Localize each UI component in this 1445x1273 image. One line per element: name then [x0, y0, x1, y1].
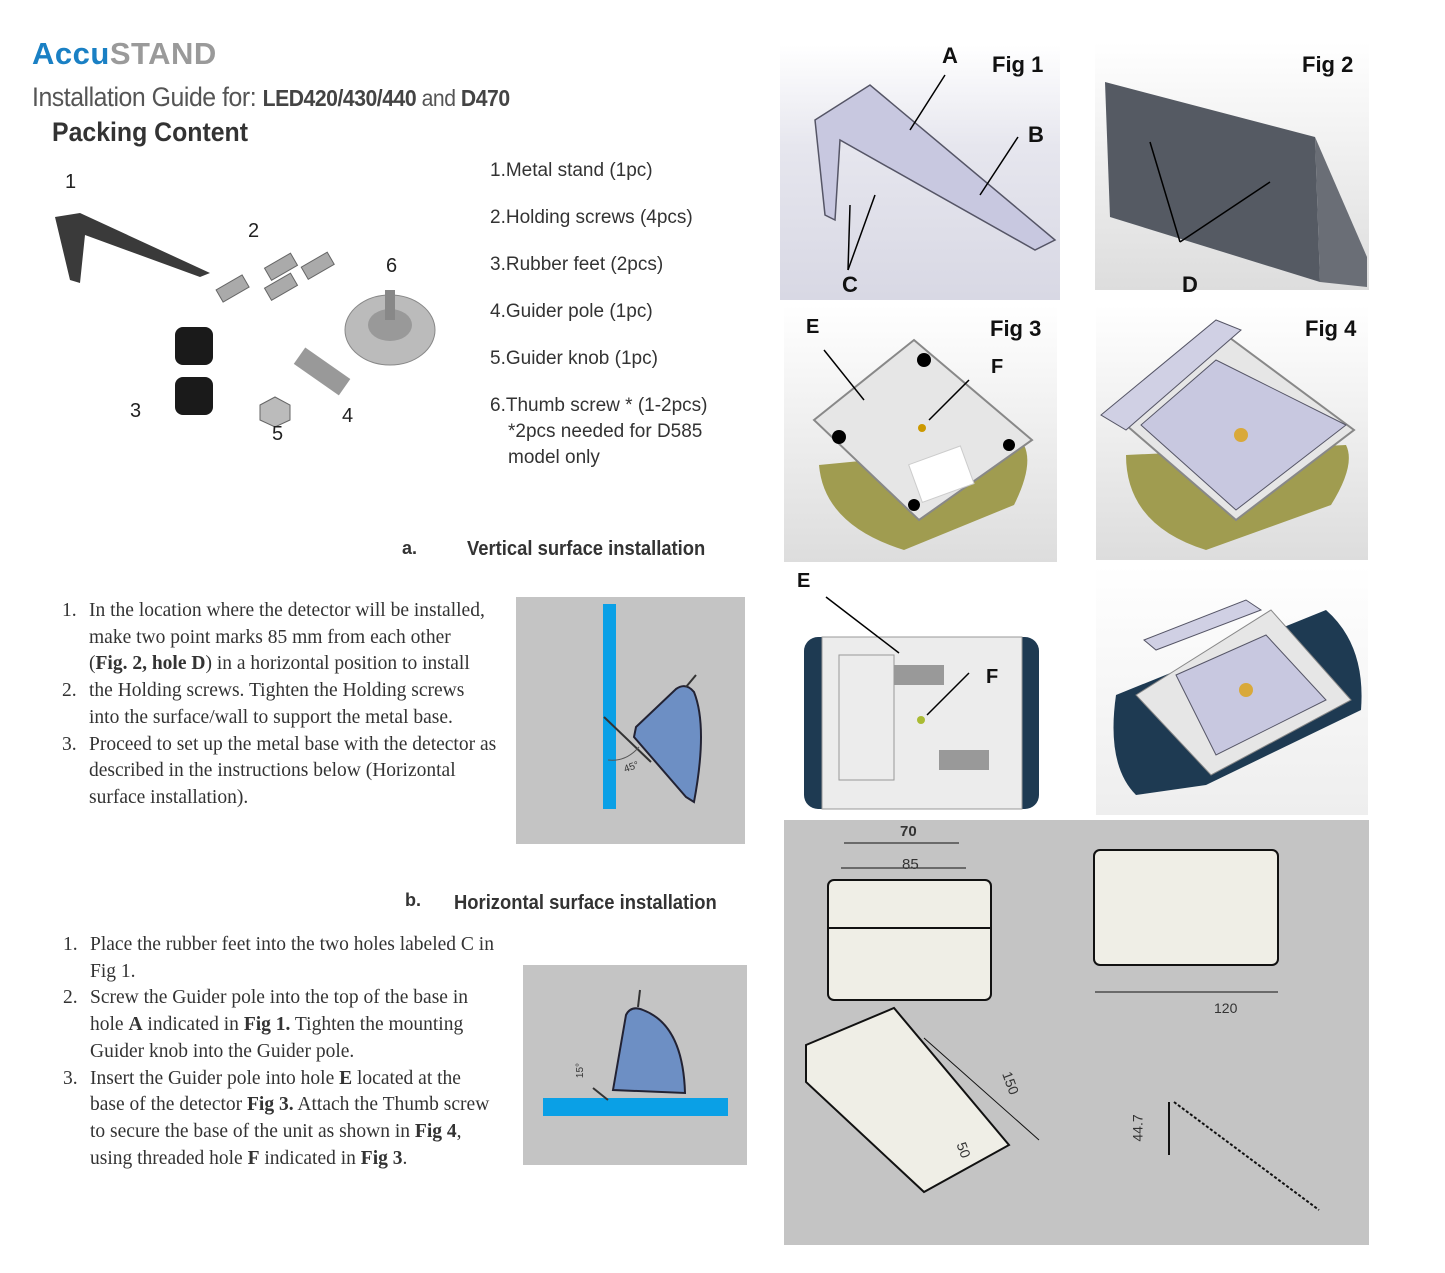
- dim-120: 120: [1214, 1000, 1238, 1016]
- list-item: 5.Guider knob (1pc): [490, 348, 658, 369]
- horizontal-mount-diagram: 15°: [523, 965, 747, 1165]
- horizontal-installation-heading: Horizontal surface installation: [454, 892, 717, 914]
- label-e: E: [797, 570, 811, 592]
- section-letter: b.: [405, 890, 421, 910]
- step: 3.Proceed to set up the metal base with …: [62, 733, 497, 808]
- label-e: E: [806, 316, 820, 338]
- label-f: F: [986, 666, 999, 688]
- dimension-drawings: 70 85 120 150 50 44.7: [784, 820, 1369, 1245]
- label-c: C: [842, 272, 858, 297]
- step: 3.Insert the Guider pole into hole E loc…: [63, 1067, 490, 1169]
- label-a: A: [942, 43, 958, 68]
- list-item: 3.Rubber feet (2pcs): [490, 254, 664, 275]
- list-item: 6.Thumb screw * (1-2pcs): [490, 395, 708, 416]
- dim-70: 70: [900, 823, 917, 840]
- label-f: F: [991, 356, 1004, 378]
- dim-44-7: 44.7: [1129, 1114, 1146, 1142]
- note: *2pcs needed for D585: [508, 421, 703, 442]
- detector-bottom-image: [784, 565, 1057, 815]
- packing-list: 1.Metal stand (1pc) 2.Holding screws (4p…: [490, 158, 708, 471]
- list-item: 1.Metal stand (1pc): [490, 160, 653, 181]
- fig2-label: Fig 2: [1302, 52, 1354, 77]
- guide-subtitle: Installation Guide for: LED420/430/440 a…: [32, 82, 510, 112]
- parts-photo: 1 2 3 4 5 6: [40, 165, 460, 455]
- fig2-image: [1095, 42, 1369, 290]
- vertical-mount-diagram: 45°: [516, 597, 745, 844]
- fig4-image: [1096, 305, 1368, 560]
- parts-illustration: [55, 213, 436, 428]
- step: 2.the Holding screws. Tighten the Holdin…: [62, 680, 465, 728]
- vertical-steps: 1.In the location where the detector wil…: [62, 598, 507, 812]
- list-item: 2.Holding screws (4pcs): [490, 207, 693, 228]
- label-b: B: [1028, 122, 1044, 147]
- fig3-label: Fig 3: [990, 316, 1042, 341]
- step: 1.In the location where the detector wil…: [62, 600, 485, 675]
- detector-with-stand-image: [1096, 565, 1368, 815]
- step: 1.Place the rubber feet into the two hol…: [63, 934, 494, 982]
- note: model only: [508, 447, 600, 468]
- brand-logo: AccuSTAND: [32, 36, 217, 71]
- step: 2.Screw the Guider pole into the top of …: [63, 987, 468, 1062]
- fig1-label: Fig 1: [992, 52, 1044, 77]
- label-d: D: [1182, 272, 1198, 297]
- vertical-installation-heading: Vertical surface installation: [467, 538, 706, 560]
- dim-85: 85: [902, 856, 919, 873]
- fig4-label: Fig 4: [1305, 316, 1357, 341]
- fig3-image: [784, 305, 1057, 562]
- list-item: 4.Guider pole (1pc): [490, 301, 653, 322]
- section-letter: a.: [402, 538, 418, 558]
- fig1-image: [780, 45, 1060, 300]
- angle-label: 15°: [575, 1062, 587, 1079]
- horizontal-steps: 1.Place the rubber feet into the two hol…: [63, 932, 508, 1172]
- packing-content-heading: Packing Content: [52, 117, 248, 147]
